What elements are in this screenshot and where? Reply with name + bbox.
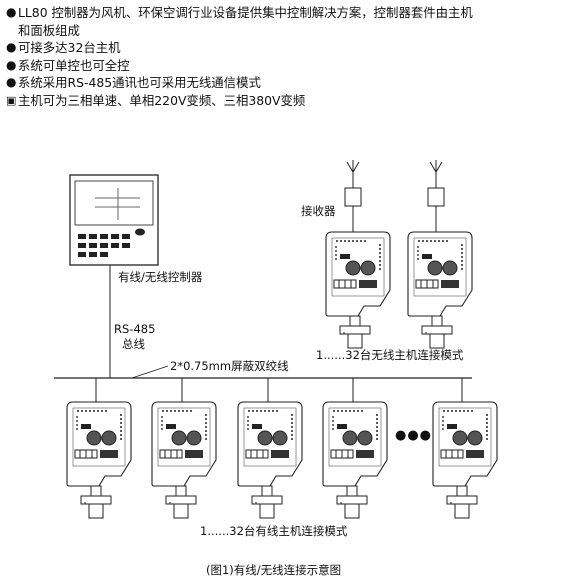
feature-text: 系统采用RS-485通讯也可采用无线通信模式 (18, 75, 261, 91)
controller-panel (69, 174, 159, 266)
feature-item: ● LL80 控制器为风机、环保空调行业设备提供集中控制解决方案，控制器套件由主… (6, 4, 561, 39)
feature-item: ● 系统可单控也可全控 (6, 57, 561, 75)
controller-keypad (78, 234, 130, 257)
receiver-label: 接收器 (301, 204, 336, 218)
wired-host-unit (322, 401, 388, 519)
bullet-dot-icon: ● (6, 57, 17, 72)
wired-host-unit (66, 401, 132, 519)
feature-text: 系统可单控也可全控 (18, 57, 130, 73)
feature-text: 主机可为三相单速、单相220V变频、三相380V变频 (18, 92, 306, 108)
bus-label-type: 总线 (122, 337, 145, 351)
receiver-box (344, 187, 362, 207)
controller-display (74, 180, 154, 226)
controller-knob (135, 228, 145, 236)
wired-mode-caption: 1......32台有线主机连接模式 (200, 524, 348, 538)
bullet-dot-icon: ● (6, 5, 17, 19)
wireless-host-unit (325, 231, 391, 349)
feature-list: ● LL80 控制器为风机、环保空调行业设备提供集中控制解决方案，控制器套件由主… (6, 4, 561, 110)
wired-host-unit (432, 401, 498, 519)
wireless-host-unit (407, 231, 473, 349)
bus-drops (95, 378, 463, 402)
cable-label: 2*0.75mm屏蔽双绞线 (170, 359, 289, 373)
wireless-mode-caption: 1......32台无线主机连接模式 (316, 348, 464, 362)
wireless-antenna-2 (427, 160, 445, 232)
feature-item: ● 可接多达32台主机 (6, 39, 561, 57)
receiver-box (427, 187, 445, 207)
feature-item: ● 系统采用RS-485通讯也可采用无线通信模式 (6, 74, 561, 92)
wireless-antenna-1 (344, 160, 362, 232)
bus-label-protocol: RS-485 (114, 322, 156, 336)
bullet-box-icon: ▣ (6, 93, 17, 107)
wired-host-unit (151, 401, 217, 519)
figure-caption: (图1)有线/无线连接示意图 (206, 563, 342, 577)
bullet-dot-icon: ● (6, 40, 17, 55)
feature-text-continued: 和面板组成 (18, 22, 80, 38)
cable-leader (131, 365, 169, 379)
wired-host-unit (237, 401, 303, 519)
feature-text: LL80 控制器为风机、环保空调行业设备提供集中控制解决方案，控制器套件由主机 (18, 5, 473, 20)
controller-label: 有线/无线控制器 (118, 270, 203, 284)
bullet-dot-icon: ● (6, 75, 17, 90)
feature-item: ▣ 主机可为三相单速、单相220V变频、三相380V变频 (6, 92, 561, 110)
feature-text: 可接多达32台主机 (18, 40, 121, 56)
ellipsis-icon: ●●● (395, 428, 433, 443)
